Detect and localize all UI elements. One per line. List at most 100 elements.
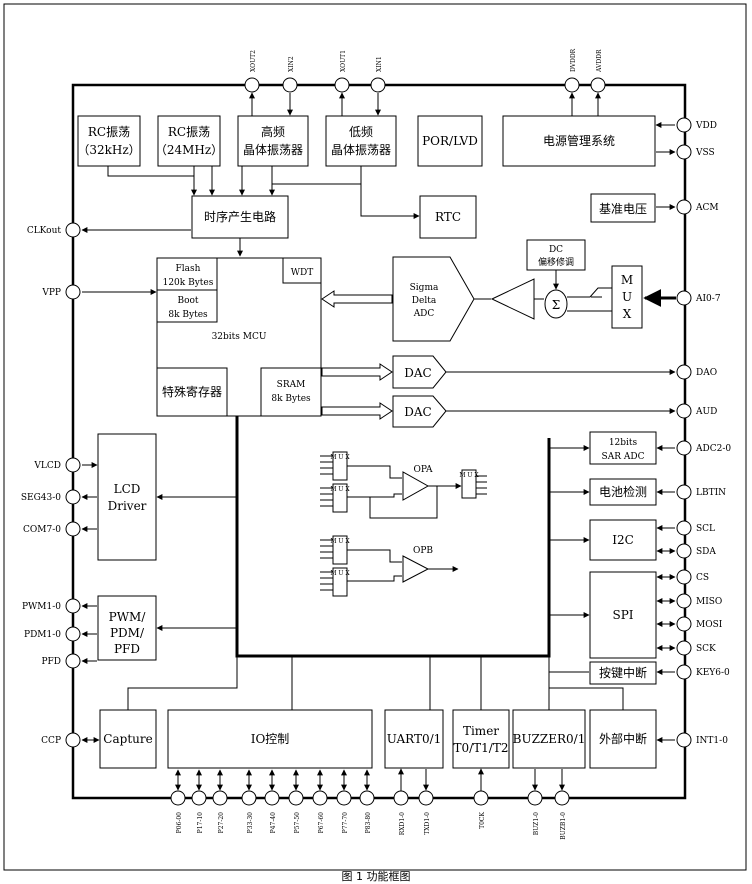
opa-label: OPA: [413, 465, 433, 475]
opb-label: OPB: [413, 546, 433, 556]
sigma-to-mcu-bus-arrow: [321, 290, 393, 308]
key-interrupt-block: 按键中断: [589, 661, 657, 685]
figure-caption: 图 1 功能框图: [341, 870, 411, 883]
pin-label-txd1-0: TXD1-0: [424, 812, 431, 835]
pin-label-pfd: PFD: [41, 657, 61, 667]
pin-vlcd: VLCD: [33, 457, 81, 473]
rc-24mhz-label-2: （24MHz）: [155, 143, 223, 157]
pin-label-ccp: CCP: [41, 736, 61, 746]
timer-label-2: T0/T1/T2: [453, 741, 508, 755]
pin-avddr: AVDDR: [590, 49, 606, 116]
right-pin-group: VDDVSSACMAI0-7DAOAUDADC2-0LBTINSCLSDACSM…: [676, 117, 731, 748]
pin-acm: ACM: [676, 199, 719, 215]
pin-sda: SDA: [676, 543, 716, 559]
pin-com7-0: COM7-0: [23, 521, 81, 537]
pin-label-p47-40: P47-40: [270, 812, 277, 834]
pin-p83-80: P83-80: [359, 769, 375, 833]
opa-mux-1-label: M U X: [330, 454, 350, 461]
pin-label-miso: MISO: [696, 597, 722, 607]
sigma-label-3: ADC: [413, 309, 435, 319]
lcd-driver-block: LCD Driver: [97, 433, 157, 561]
buzzer-block: BUZZER0/1: [512, 709, 586, 769]
pin-mosi: MOSI: [676, 616, 723, 632]
flash-label-1: Flash: [176, 264, 201, 274]
pin-label-adc2-0: ADC2-0: [695, 444, 731, 454]
pin-p67-60: P67-60: [312, 769, 328, 834]
pin-p77-70: P77-70: [336, 769, 352, 834]
lf-osc-label-1: 低频: [349, 125, 373, 139]
pin-label-xout1: XOUT1: [340, 50, 347, 72]
pin-p17-10: P17-10: [191, 769, 207, 833]
lcd-label-2: Driver: [108, 499, 147, 513]
sigma-label-1: Sigma: [410, 283, 439, 293]
pin-label-pwm1-0: PWM1-0: [22, 602, 61, 612]
pin-label-xout2: XOUT2: [250, 50, 257, 72]
sigma-delta-adc-block: Sigma Delta ADC: [392, 256, 475, 342]
pin-label-xin1: XIN1: [376, 56, 383, 72]
pin-label-p67-60: P67-60: [318, 812, 325, 834]
timing-generator-label: 时序产生电路: [204, 209, 276, 224]
pin-label-buzb1-0: BUZB1-0: [560, 812, 567, 840]
pin-clkout: CLKout: [27, 222, 81, 238]
key-interrupt-label: 按键中断: [599, 665, 647, 680]
pin-xout1: XOUT1: [334, 50, 350, 116]
hf-osc-label-1: 高频: [261, 124, 285, 139]
sram-label-1: SRAM: [277, 380, 306, 390]
pin-dao: DAO: [676, 364, 717, 380]
pin-label-clkout: CLKout: [27, 226, 62, 236]
pin-label-avddr: AVDDR: [596, 49, 603, 73]
pin-label-rxd1-0: RXD1-0: [399, 812, 406, 835]
pin-miso: MISO: [676, 593, 722, 609]
pin-pdm1-0: PDM1-0: [24, 626, 81, 642]
pin-vdd: VDD: [676, 117, 717, 133]
io-control-label: IO控制: [251, 732, 290, 746]
pin-seg43-0: SEG43-0: [21, 489, 81, 505]
pin-aud: AUD: [676, 403, 717, 419]
opa-mux-2: [332, 483, 348, 513]
pin-dvddr: DVDDR: [564, 48, 580, 116]
bus-to-extint-wire: [549, 687, 624, 710]
pin-label-scl: SCL: [696, 524, 715, 534]
pin-adc2-0: ADC2-0: [676, 440, 731, 456]
sigma-label-2: Delta: [412, 296, 437, 306]
pin-p27-20: P27-20: [212, 769, 228, 833]
rc-32khz-label-2: （32kHz）: [77, 143, 140, 157]
bus-to-capture-wire: [127, 656, 238, 710]
pin-cs: CS: [676, 569, 709, 585]
rc32-route: [107, 166, 194, 177]
rc-24mhz-block: RC振荡 （24MHz）: [155, 115, 223, 167]
sum-label: Σ: [552, 298, 560, 312]
boot-block: [156, 289, 218, 323]
pin-xin2: XIN2: [282, 56, 298, 116]
pin-p47-40: P47-40: [264, 769, 280, 834]
pin-label-dao: DAO: [696, 368, 717, 378]
special-register-label: 特殊寄存器: [162, 384, 222, 399]
pin-pfd: PFD: [41, 653, 81, 669]
lf-osc-label-2: 晶体振荡器: [331, 143, 391, 157]
dac-block-2: DAC: [392, 395, 447, 428]
sram-block: [260, 367, 322, 417]
internal-bus: [235, 416, 551, 658]
pin-label-p77-70: P77-70: [342, 812, 349, 834]
pin-label-key6-0: KEY6-0: [696, 668, 730, 678]
outer-frame: [3, 3, 747, 871]
analog-mux-block: M U X: [611, 265, 643, 329]
uart-block: UART0/1: [384, 709, 444, 769]
timer-label-1: Timer: [463, 724, 499, 738]
wdt-block: [282, 257, 322, 284]
pin-label-mosi: MOSI: [696, 620, 723, 630]
pin-pwm1-0: PWM1-0: [22, 598, 81, 614]
opb-mux-2-label: M U X: [330, 570, 350, 577]
power-management-label: 电源管理系统: [543, 133, 615, 148]
pin-label-vpp: VPP: [41, 288, 61, 298]
dac-2-label: DAC: [404, 405, 431, 419]
pin-label-xin2: XIN2: [288, 56, 295, 72]
rtc-label: RTC: [435, 210, 461, 224]
external-interrupt-block: 外部中断: [589, 709, 657, 769]
pin-label-ai0-7: AI0-7: [695, 294, 721, 304]
i2c-block: I2C: [589, 519, 657, 561]
lcd-label-1: LCD: [114, 482, 141, 496]
lf-crystal-oscillator-block: 低频 晶体振荡器: [325, 115, 397, 167]
pwm-label-3: PFD: [114, 642, 140, 656]
